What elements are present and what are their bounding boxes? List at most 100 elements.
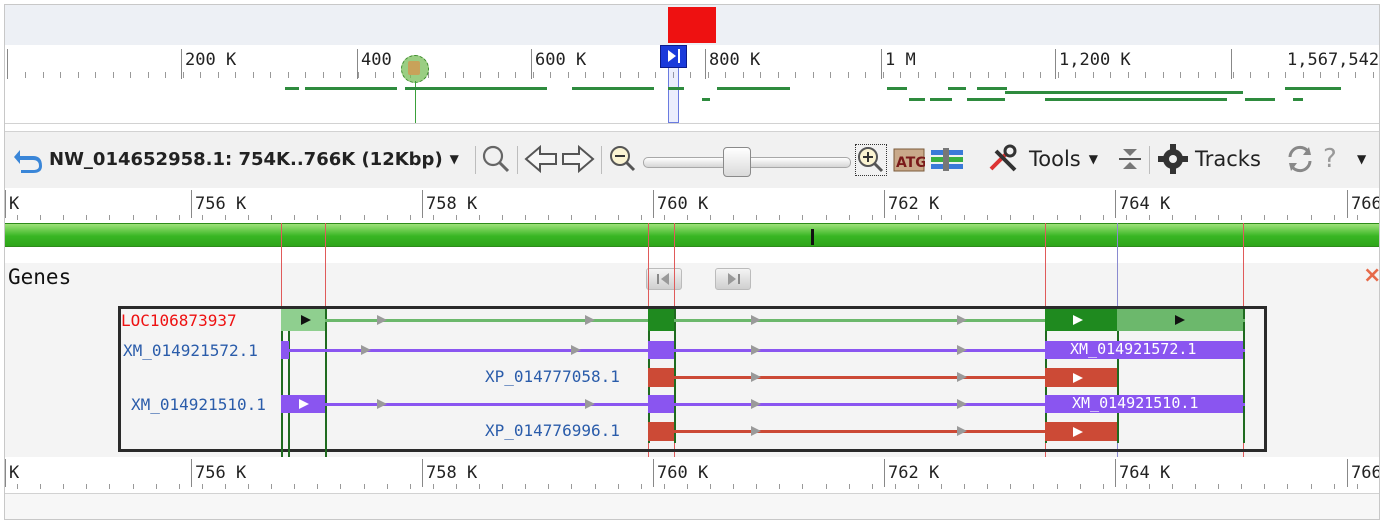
help-icon: ? xyxy=(1323,144,1337,174)
cds-label[interactable]: XP_014776996.1 xyxy=(485,421,620,440)
intron-arrow-icon xyxy=(751,315,761,325)
chevron-down-icon: ▼ xyxy=(1357,152,1367,166)
mrna-label[interactable]: XM_014921572.1 xyxy=(123,341,258,360)
overview-minor-tick xyxy=(550,72,551,78)
ruler-minor-tick xyxy=(895,215,896,220)
ruler-minor-tick xyxy=(364,484,365,489)
ruler-minor-tick xyxy=(710,484,711,489)
pan-left-button[interactable] xyxy=(523,144,559,174)
ruler-tick-label: 756 K xyxy=(195,463,247,483)
gene-exon[interactable] xyxy=(648,309,674,331)
tools-label: Tools xyxy=(1029,147,1081,171)
scroll-left-button[interactable] xyxy=(646,268,682,290)
ruler-minor-tick xyxy=(1033,215,1034,220)
overview-minor-tick xyxy=(1355,72,1356,78)
overview-minor-tick xyxy=(1180,72,1181,78)
mrna-exon[interactable] xyxy=(1045,395,1243,413)
mrna-exon[interactable] xyxy=(648,395,674,413)
zoom-slider-handle[interactable] xyxy=(723,147,751,177)
overview-play-button[interactable] xyxy=(660,45,687,68)
mrna-exon[interactable] xyxy=(1045,341,1243,359)
overview-current-region-marker[interactable] xyxy=(668,7,716,43)
overview-minor-tick xyxy=(603,72,604,78)
horizontal-scrollbar[interactable] xyxy=(5,493,1379,519)
overview-minor-tick xyxy=(1250,72,1251,78)
ruler-minor-tick xyxy=(872,215,873,220)
cds-label[interactable]: XP_014777058.1 xyxy=(485,367,620,386)
zoom-out-button[interactable] xyxy=(608,144,638,174)
collapse-button[interactable] xyxy=(1117,144,1143,174)
mrna-intron-line[interactable] xyxy=(281,403,1245,406)
ruler-major-tick xyxy=(191,459,192,487)
gene-label[interactable]: LOC106873937 xyxy=(121,311,237,330)
overview-minor-tick xyxy=(953,72,954,78)
tools-menu-button[interactable]: Tools ▼ xyxy=(987,144,1098,174)
close-track-icon[interactable]: × xyxy=(1363,263,1380,288)
zoom-in-button[interactable] xyxy=(855,144,887,176)
strand-arrow-icon xyxy=(1073,373,1083,383)
tracks-label: Tracks xyxy=(1195,147,1261,171)
overview-minor-tick xyxy=(78,72,79,78)
ruler-minor-tick xyxy=(826,484,827,489)
ruler-minor-tick xyxy=(248,215,249,220)
ruler-minor-tick xyxy=(433,215,434,220)
overview-minor-tick xyxy=(498,72,499,78)
overview-minor-tick xyxy=(883,72,884,78)
ruler-minor-tick xyxy=(1010,484,1011,489)
ruler-minor-tick xyxy=(502,484,503,489)
help-menu-chevron[interactable]: ▼ xyxy=(1357,144,1366,174)
toolbar: NW_014652958.1: 754K..766K (12Kbp) ▼ ATG xyxy=(5,131,1379,189)
overview-minor-tick xyxy=(795,72,796,78)
ruler-minor-tick xyxy=(1218,484,1219,489)
selected-gene-box[interactable] xyxy=(118,306,1267,452)
ruler-minor-tick xyxy=(1218,215,1219,220)
ruler-minor-tick xyxy=(779,484,780,489)
ruler-minor-tick xyxy=(571,215,572,220)
ruler-tick-label: 758 K xyxy=(426,463,478,483)
overview-minor-tick xyxy=(270,72,271,78)
back-button[interactable] xyxy=(11,144,45,174)
ruler-minor-tick xyxy=(987,215,988,220)
overview-highlight-region[interactable] xyxy=(668,65,679,123)
cds-exon[interactable] xyxy=(648,368,674,387)
detail-ruler-top[interactable] xyxy=(5,188,1379,228)
reference-sequence-bar[interactable] xyxy=(5,223,1379,247)
genes-track-title: Genes xyxy=(8,265,72,289)
ruler-minor-tick xyxy=(1172,215,1173,220)
ruler-minor-tick xyxy=(1287,484,1288,489)
cds-intron-line[interactable] xyxy=(648,376,1117,379)
search-button[interactable] xyxy=(481,144,511,174)
ruler-minor-tick xyxy=(964,484,965,489)
gene-intron-line[interactable] xyxy=(281,319,1245,322)
ruler-tick-label: 758 K xyxy=(426,194,478,214)
ruler-minor-tick xyxy=(687,215,688,220)
scroll-right-button[interactable] xyxy=(715,268,751,290)
skip-back-icon xyxy=(657,274,659,284)
mrna-exon[interactable] xyxy=(281,341,289,359)
cds-exon[interactable] xyxy=(648,422,674,441)
overview-minor-tick xyxy=(1093,72,1094,78)
mrna-exon[interactable] xyxy=(648,341,674,359)
ruler-minor-tick xyxy=(433,484,434,489)
ruler-minor-tick xyxy=(756,215,757,220)
pan-right-button[interactable] xyxy=(560,144,596,174)
ruler-minor-tick xyxy=(109,484,110,489)
cds-intron-line[interactable] xyxy=(648,430,1117,433)
tools-wrench-icon xyxy=(989,144,1017,172)
mrna-intron-line[interactable] xyxy=(281,349,1245,352)
overview-minor-tick xyxy=(673,72,674,78)
mrna-label[interactable]: XM_014921510.1 xyxy=(131,395,266,414)
ruler-minor-tick xyxy=(456,215,457,220)
tracks-button[interactable]: Tracks xyxy=(1157,144,1261,174)
overview-minor-tick xyxy=(235,72,236,78)
location-dropdown[interactable]: NW_014652958.1: 754K..766K (12Kbp) ▼ xyxy=(49,144,459,174)
overview-position-line xyxy=(415,81,416,123)
detail-ruler-bottom[interactable] xyxy=(5,457,1379,497)
ruler-tick-label: K xyxy=(9,463,20,483)
show-sequence-button[interactable]: ATG xyxy=(893,144,925,174)
ruler-minor-tick xyxy=(802,484,803,489)
help-button[interactable]: ? xyxy=(1323,144,1337,174)
refresh-button[interactable] xyxy=(1285,144,1315,174)
configure-tracks-button[interactable] xyxy=(929,144,965,174)
ruler-minor-tick xyxy=(941,484,942,489)
